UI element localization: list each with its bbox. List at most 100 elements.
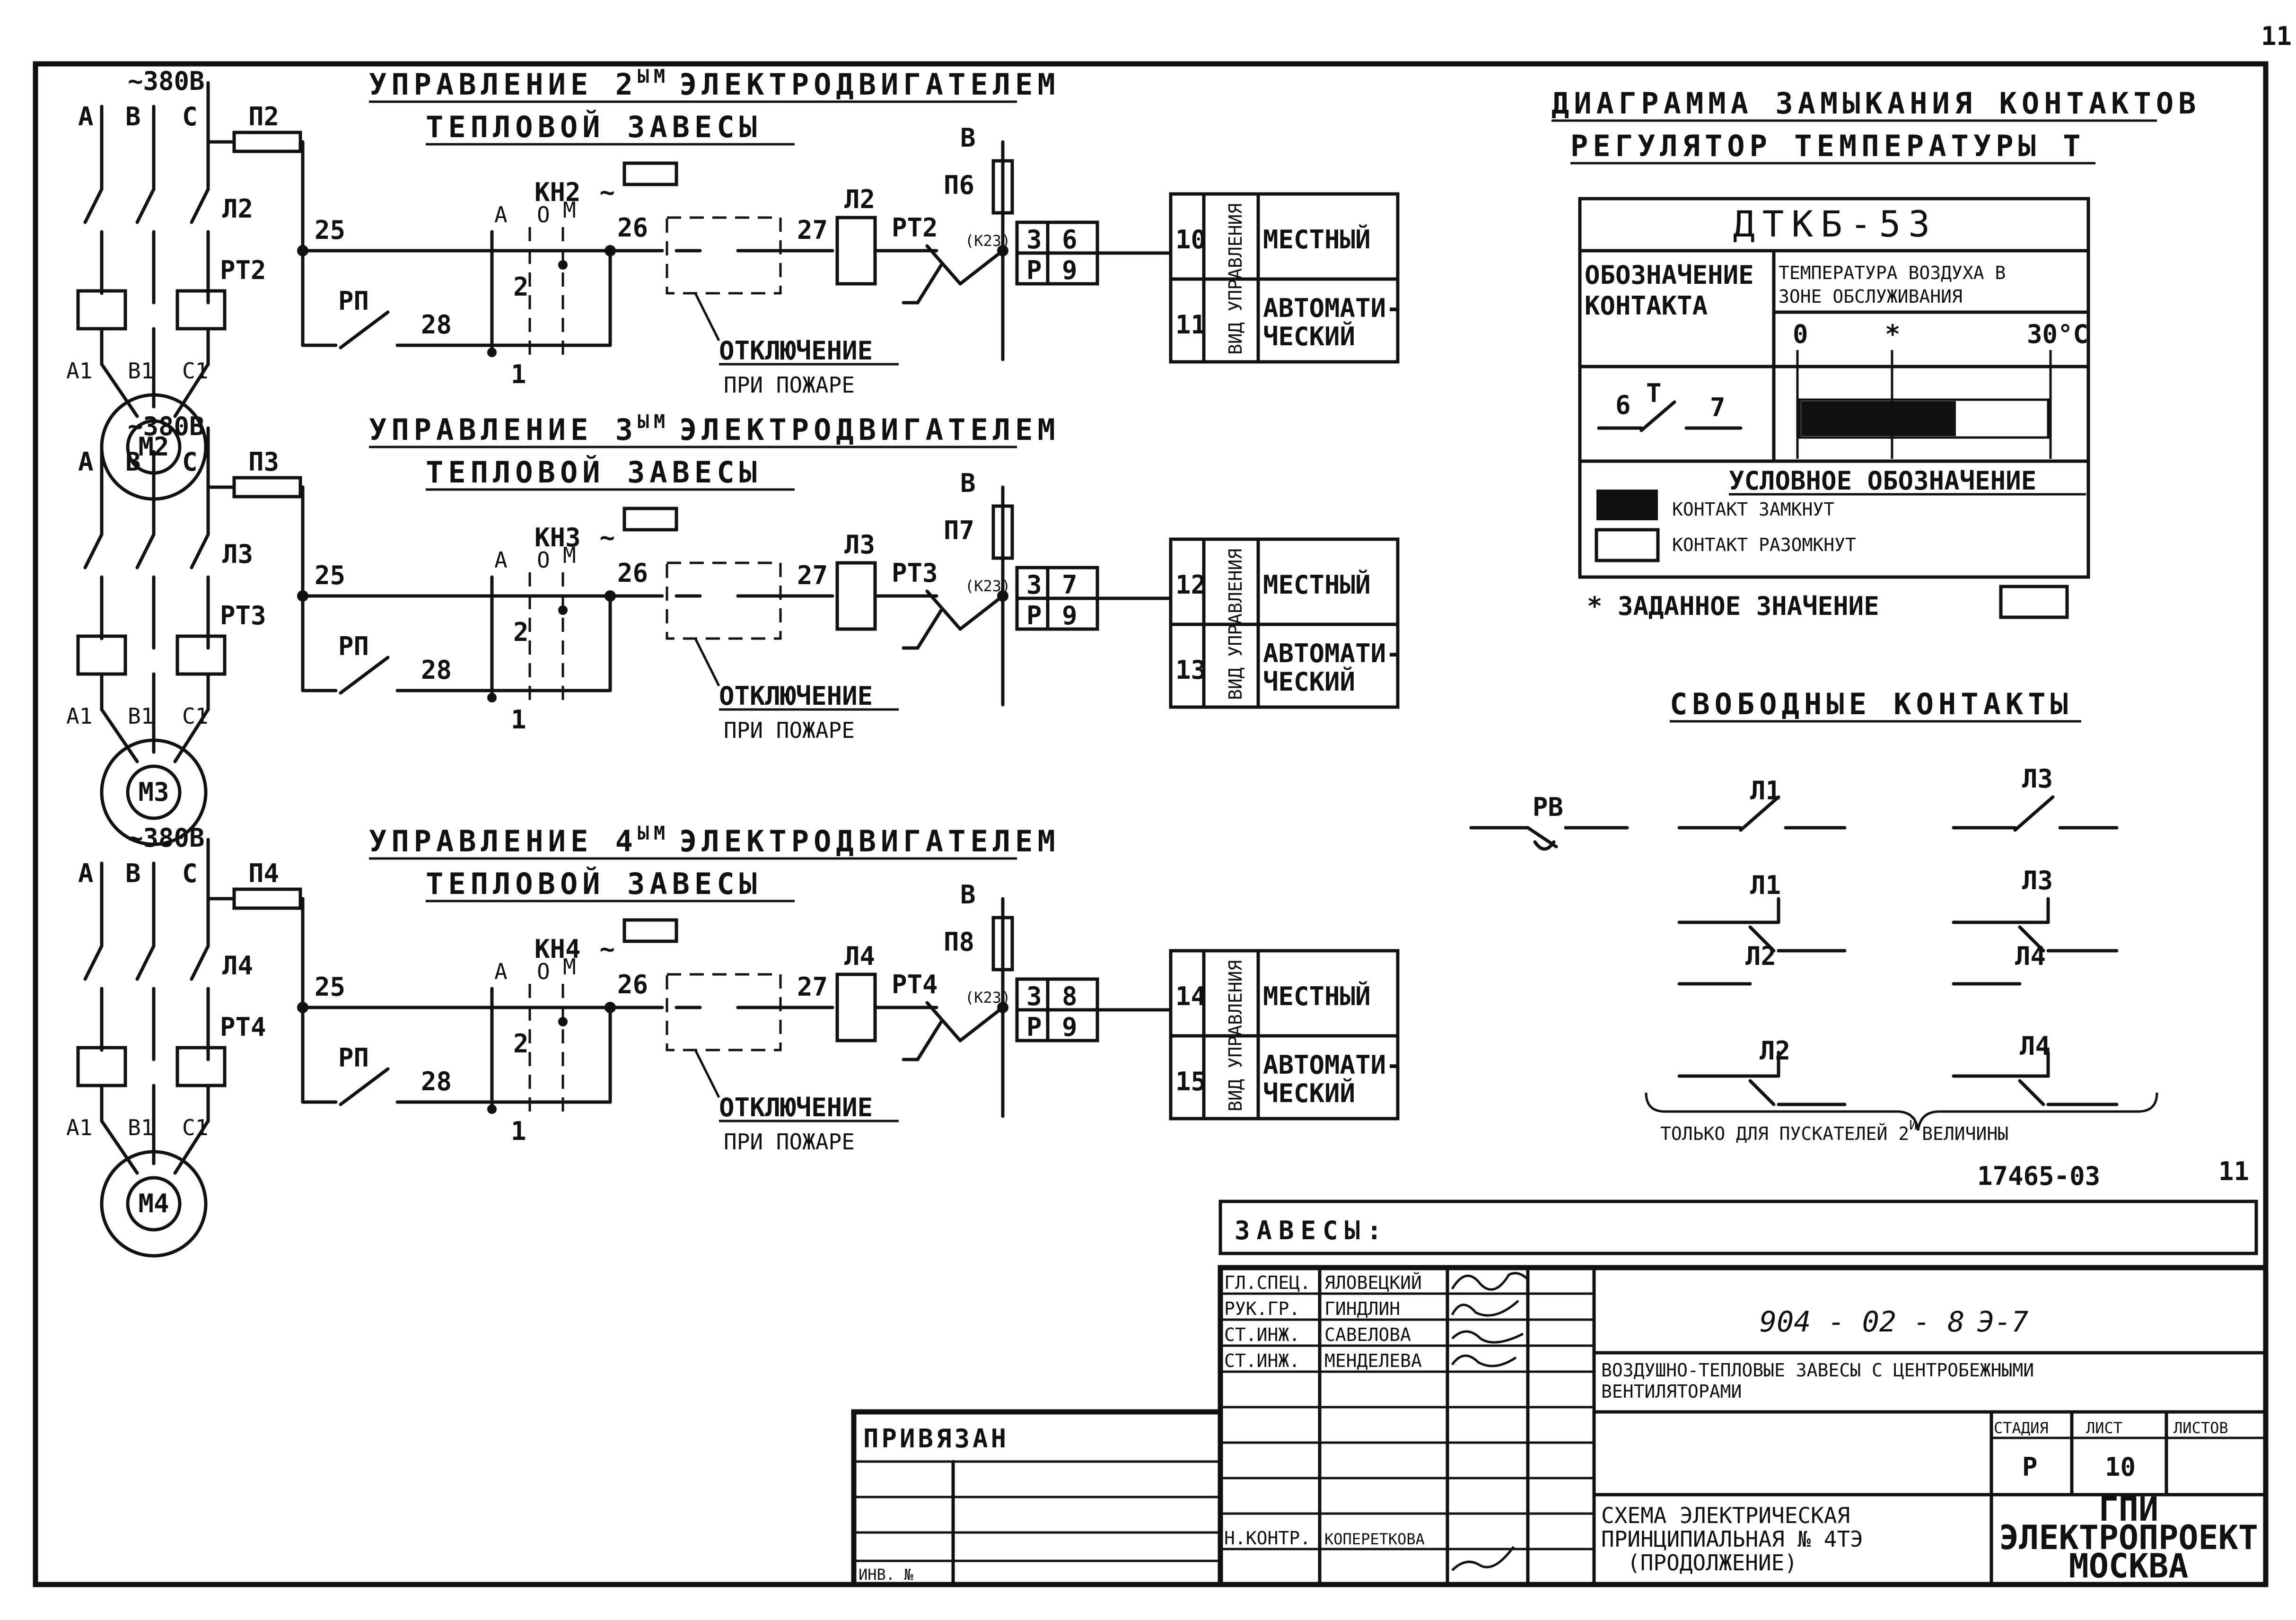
rp-label: РП — [338, 631, 369, 661]
table-r2c1: Р — [1026, 1012, 1042, 1042]
org-3: МОСКВА — [2069, 1547, 2189, 1585]
title-block: ЗАВЕСЫ: ГЛ.СПЕЦ. РУК.ГР. СТ.ИНЖ. СТ.ИНЖ.… — [851, 1200, 2269, 1587]
scale-max: 30°С — [2027, 319, 2088, 349]
phase-a: А — [78, 102, 94, 131]
switch-label: КН3~ — [535, 523, 615, 552]
thermal-relay-label: РТ4 — [220, 1012, 266, 1042]
bus-fuse-label: П6 — [944, 170, 974, 200]
wire-28: 28 — [421, 655, 452, 685]
fuse — [232, 887, 302, 910]
org-1: ГПИ — [2099, 1490, 2158, 1529]
bus-fuse-label: П8 — [944, 927, 974, 957]
wire-28: 28 — [421, 310, 452, 340]
contact-6: 6 — [1615, 390, 1631, 420]
wire-26: 26 — [617, 970, 648, 999]
wire-28: 28 — [421, 1067, 452, 1096]
fuse — [232, 476, 302, 499]
org-2: ЭЛЕКТРОПРОЕКТ — [1999, 1518, 2258, 1557]
nkontr-label: Н.КОНТР. — [1224, 1528, 1311, 1549]
motor-circle — [100, 738, 208, 846]
terminal-a1: А1 — [66, 358, 92, 384]
free-contacts-title: СВОБОДНЫЕ КОНТАКТЫ — [1670, 687, 2073, 721]
terminal-b1: В1 — [128, 703, 154, 729]
l4-c: Л4 — [2020, 1031, 2051, 1061]
switch-num-1: 1 — [511, 705, 526, 735]
fire-off-label-2: ПРИ ПОЖАРЕ — [724, 1129, 855, 1155]
switch-pos-a: А — [494, 202, 508, 228]
l2-c: Л2 — [1760, 1036, 1790, 1066]
sheet-value: 10 — [2105, 1452, 2136, 1482]
bus-fuse-label: П7 — [944, 516, 974, 545]
table-r2c1: Р — [1026, 601, 1042, 630]
nrel-label: РТ4 — [892, 970, 938, 999]
signature-1 — [1451, 1300, 1519, 1317]
table-r1c2: 6 — [1062, 225, 1078, 254]
col1-line1: ОБОЗНАЧЕНИЕ — [1585, 260, 1754, 290]
terminal-b1: В1 — [128, 1115, 154, 1140]
switch-label: КН2~ — [535, 177, 615, 207]
legend-open: КОНТАКТ РАЗОМКНУТ — [1672, 534, 1856, 555]
brace — [1645, 1092, 2158, 1131]
inv-label: ИНВ. № — [859, 1566, 913, 1584]
switch-indicator — [622, 507, 678, 532]
wire-25: 25 — [315, 215, 345, 245]
bus-label: В — [960, 880, 976, 910]
table-r1c1: 3 — [1026, 981, 1042, 1011]
l3-a: Л3 — [2022, 764, 2053, 794]
signature-0 — [1451, 1272, 1529, 1291]
voltage-label: ~380В — [128, 412, 205, 441]
mode-auto-2: ЧЕСКИЙ — [1263, 322, 1355, 351]
coil — [835, 561, 877, 631]
col1-line2: КОНТАКТА — [1585, 291, 1708, 321]
scale-set: * — [1885, 319, 1901, 349]
voltage-label: ~380В — [128, 823, 205, 853]
switch-num-2: 2 — [513, 272, 529, 302]
legend-open-swatch — [1595, 528, 1660, 562]
nkontr-name: КОПЕРЕТКОВА — [1324, 1530, 1425, 1548]
phase-b: В — [125, 858, 141, 888]
role-3: СТ.ИНЖ. — [1224, 1350, 1300, 1371]
phase-c: С — [182, 102, 198, 131]
project-number: 904 - 02 - 8 — [1760, 1305, 1964, 1339]
legend-closed: КОНТАКТ ЗАМКНУТ — [1672, 499, 1834, 520]
mode-label: ВИД УПРАВЛЕНИЯ — [1225, 549, 1246, 700]
role-2: СТ.ИНЖ. — [1224, 1324, 1300, 1345]
mode-local: МЕСТНЫЙ — [1263, 981, 1371, 1011]
contact-diagram-subtitle: РЕГУЛЯТОР ТЕМПЕРАТУРЫ Т — [1570, 129, 2086, 163]
sheets-header: ЛИСТОВ — [2173, 1419, 2228, 1437]
mode-auto-2: ЧЕСКИЙ — [1263, 1078, 1355, 1108]
switch-label: КН4~ — [535, 934, 615, 964]
name-2: САВЕЛОВА — [1324, 1324, 1411, 1345]
contactor-label: Л4 — [222, 951, 253, 981]
bus-fuse — [991, 159, 1014, 215]
thermal-relay-label: РТ3 — [220, 601, 266, 630]
wire-26: 26 — [617, 213, 648, 243]
switch-pos-a: А — [494, 547, 508, 573]
fire-off-label-2: ПРИ ПОЖАРЕ — [724, 718, 855, 743]
name-0: ЯЛОВЕЦКИЙ — [1324, 1272, 1422, 1293]
description-2: ВЕНТИЛЯТОРАМИ — [1601, 1381, 1742, 1402]
table-r2c2: 9 — [1062, 1012, 1078, 1042]
phase-b: В — [125, 447, 141, 477]
stage-value: Р — [2022, 1452, 2038, 1482]
device-name: ДТКБ-53 — [1733, 203, 1937, 245]
phase-c: С — [182, 858, 198, 888]
scheme-3: (ПРОДОЛЖЕНИЕ) — [1627, 1550, 1797, 1576]
fire-off-box — [666, 973, 782, 1051]
role-1: РУК.ГР. — [1224, 1298, 1300, 1319]
contactor-label: Л2 — [222, 194, 253, 224]
name-1: ГИНДЛИН — [1324, 1298, 1400, 1319]
table-r1c2: 8 — [1062, 981, 1078, 1011]
table-r2c2: 9 — [1062, 601, 1078, 630]
fire-off-label: ОТКЛЮЧЕНИЕ — [719, 681, 873, 711]
section-subtitle: ТЕПЛОВОЙ ЗАВЕСЫ — [426, 455, 762, 490]
set-value-box — [1999, 585, 2069, 619]
section-subtitle: ТЕПЛОВОЙ ЗАВЕСЫ — [426, 110, 762, 144]
role-0: ГЛ.СПЕЦ. — [1224, 1272, 1311, 1293]
bus-fuse — [991, 504, 1014, 560]
scheme-2: ПРИНЦИПИАЛЬНАЯ № 4ТЭ — [1601, 1526, 1863, 1552]
